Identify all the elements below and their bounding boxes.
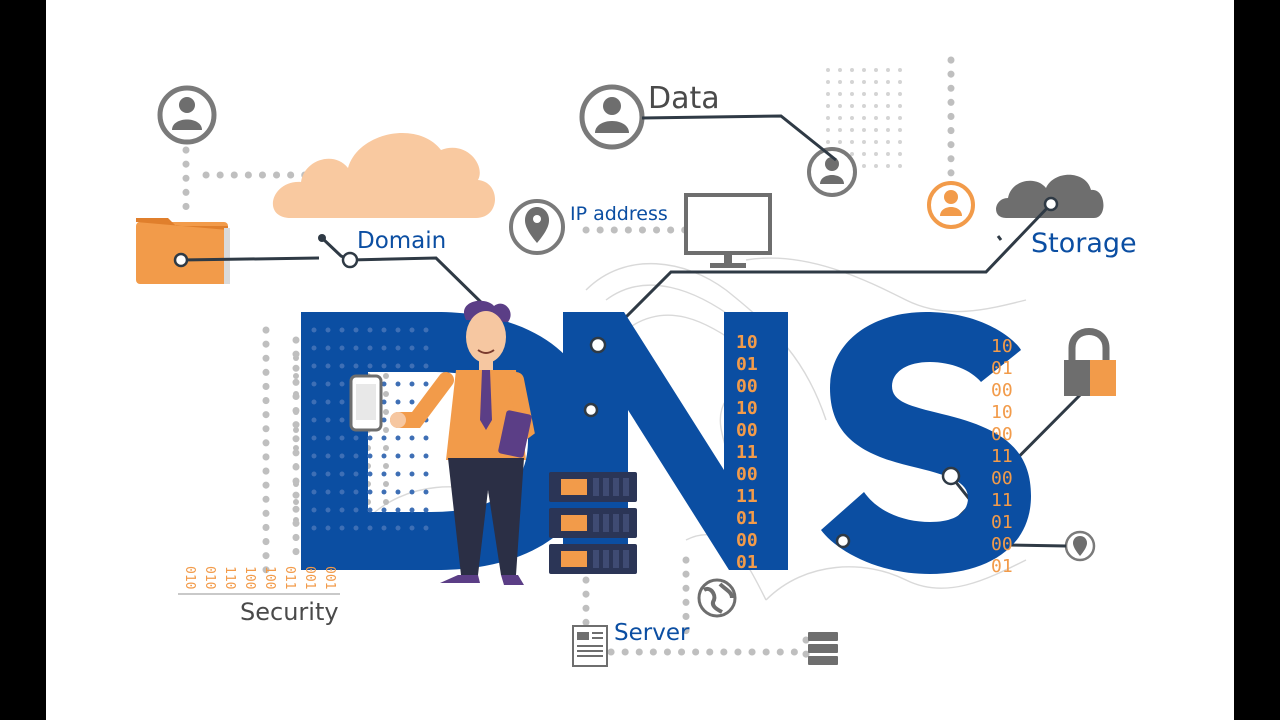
binary-digit: 11 [991, 490, 1013, 511]
binary-digit: 00 [991, 534, 1013, 555]
binary-digit: 00 [736, 530, 758, 551]
lock-icon [1064, 328, 1116, 396]
user-icon-data [579, 84, 645, 150]
binary-digit: 10 [736, 332, 758, 353]
binary-security: 010 010 110 100 100 011 001 001 [182, 566, 337, 589]
folder-icon [136, 218, 230, 284]
binary-digit: 100 [262, 566, 277, 589]
binary-digit: 01 [736, 508, 758, 529]
label-security: Security [240, 598, 339, 626]
binary-digit: 10 [991, 402, 1013, 423]
monitor-icon [684, 193, 772, 268]
label-ip-address: IP address [570, 203, 668, 225]
binary-digit: 010 [202, 566, 217, 589]
binary-digit: 01 [991, 512, 1013, 533]
label-domain: Domain [357, 228, 446, 254]
user-icon-top-left [157, 85, 217, 145]
binary-digit: 00 [736, 376, 758, 397]
server-stack-small-icon [808, 632, 838, 665]
cloud-icon-storage [996, 174, 1104, 218]
binary-digit: 011 [282, 566, 297, 589]
dns-letters [301, 312, 1031, 574]
binary-digit: 11 [736, 486, 758, 507]
binary-digit: 01 [736, 354, 758, 375]
binary-digit: 00 [991, 424, 1013, 445]
person-illustration [390, 300, 535, 585]
label-data: Data [648, 81, 720, 116]
smartphone-icon [349, 374, 383, 432]
document-icon [572, 625, 608, 667]
user-icon-orange [927, 181, 975, 229]
binary-digit: 00 [991, 380, 1013, 401]
letter-n [563, 312, 788, 570]
binary-digit: 11 [991, 446, 1013, 467]
binary-digit: 01 [991, 358, 1013, 379]
binary-digit: 001 [322, 566, 337, 589]
binary-digit: 10 [736, 398, 758, 419]
location-pin-icon-small [1064, 530, 1096, 562]
binary-digit: 010 [182, 566, 197, 589]
binary-digit: 01 [991, 556, 1013, 577]
binary-digit: 001 [302, 566, 317, 589]
cloud-icon-peach [272, 132, 496, 218]
globe-icon [697, 578, 737, 618]
binary-digit: 110 [222, 566, 237, 589]
network-nodes [173, 196, 1099, 549]
binary-digit: 00 [736, 420, 758, 441]
label-server: Server [614, 620, 690, 646]
binary-digit: 00 [736, 464, 758, 485]
binary-digit: 11 [736, 442, 758, 463]
binary-digit: 100 [242, 566, 257, 589]
binary-digit: 00 [991, 468, 1013, 489]
binary-digit: 10 [991, 336, 1013, 357]
location-pin-icon-ip [509, 199, 565, 255]
user-icon-middle [807, 147, 857, 197]
letter-s [821, 312, 1031, 574]
server-rack-icon [549, 472, 637, 574]
letter-d [301, 312, 601, 570]
label-storage: Storage [1031, 228, 1137, 259]
binary-digit: 01 [736, 552, 758, 573]
